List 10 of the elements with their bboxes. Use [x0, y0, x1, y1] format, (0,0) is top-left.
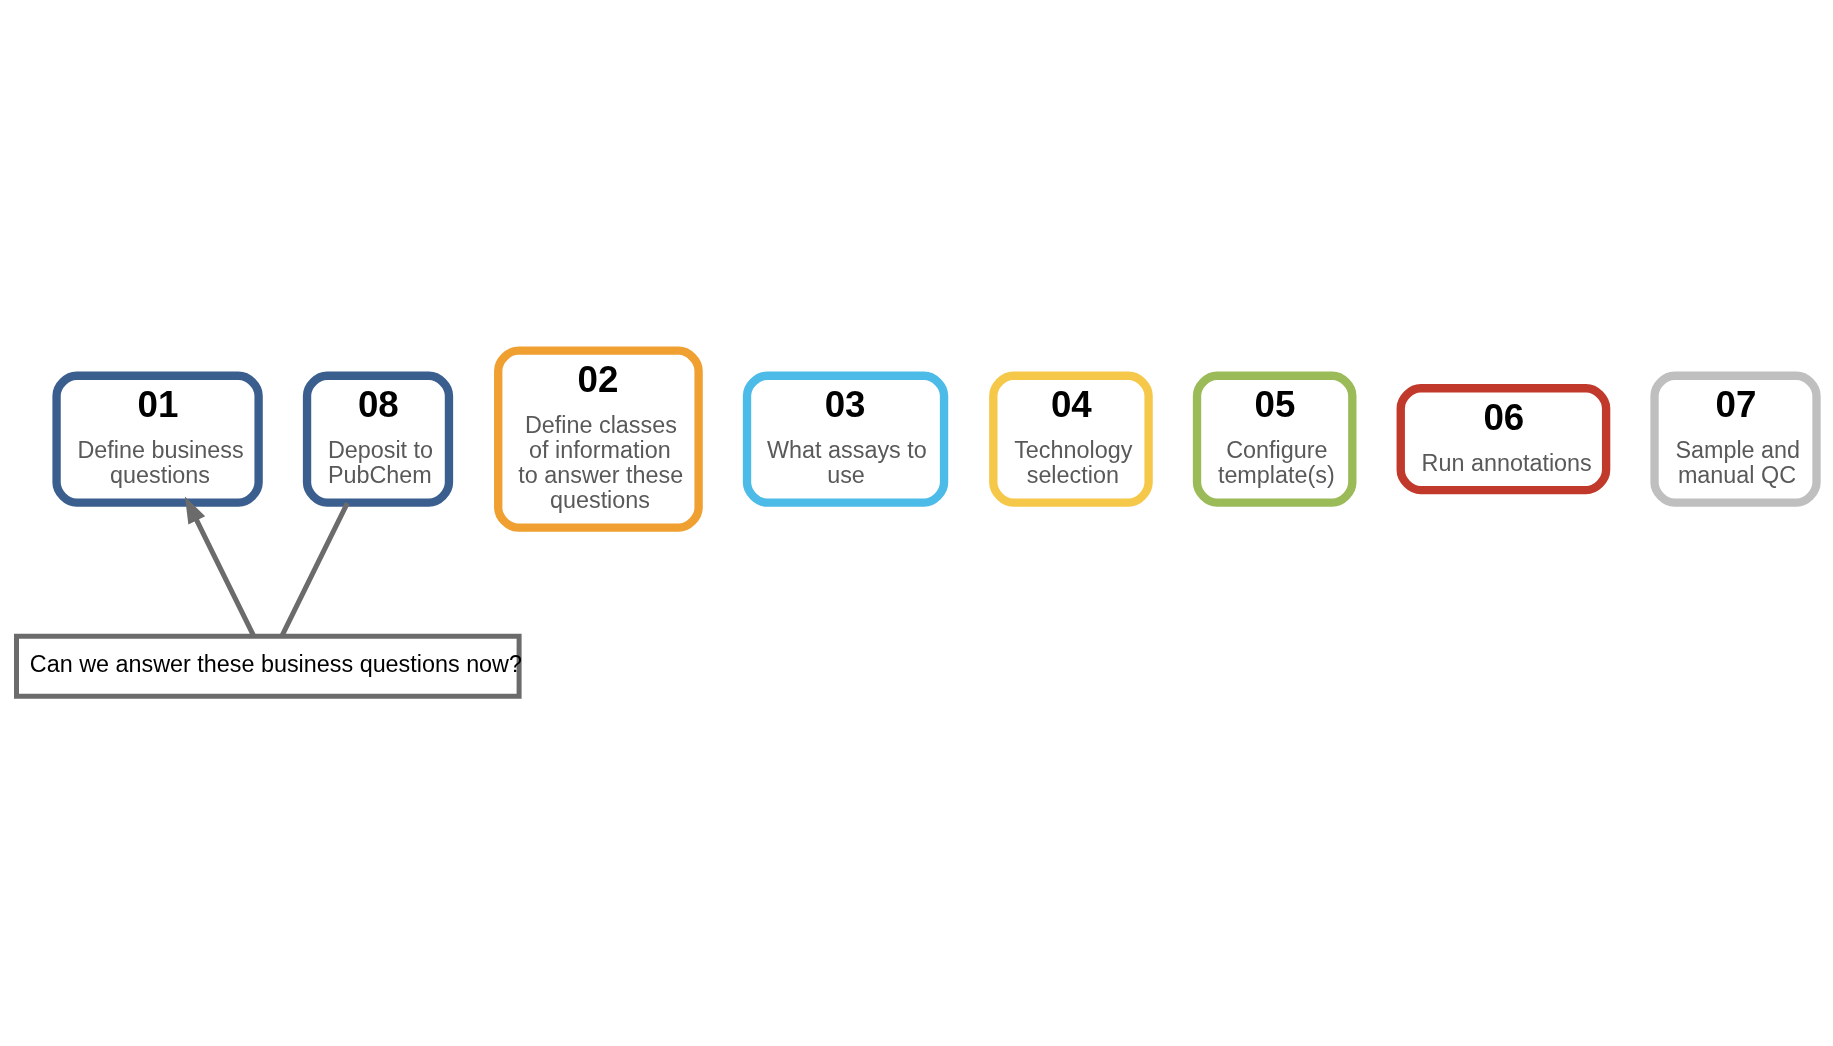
arrow: [184, 495, 256, 637]
node-box: 02 Define classes of information to answer these questions: [494, 346, 703, 532]
node-box: 06 Run annotations: [1396, 383, 1611, 494]
node-box: 08 Deposit to PubChem: [302, 371, 454, 507]
node-box: 03 What assays to use: [742, 371, 949, 507]
node-box: 04 Technology selection: [989, 371, 1153, 507]
node-box: 01 Define business questions: [52, 371, 263, 507]
node-box: 05 Configure template(s): [1192, 371, 1357, 507]
node-box: 07 Sample and manual QC: [1650, 371, 1821, 507]
connector: [279, 501, 350, 637]
